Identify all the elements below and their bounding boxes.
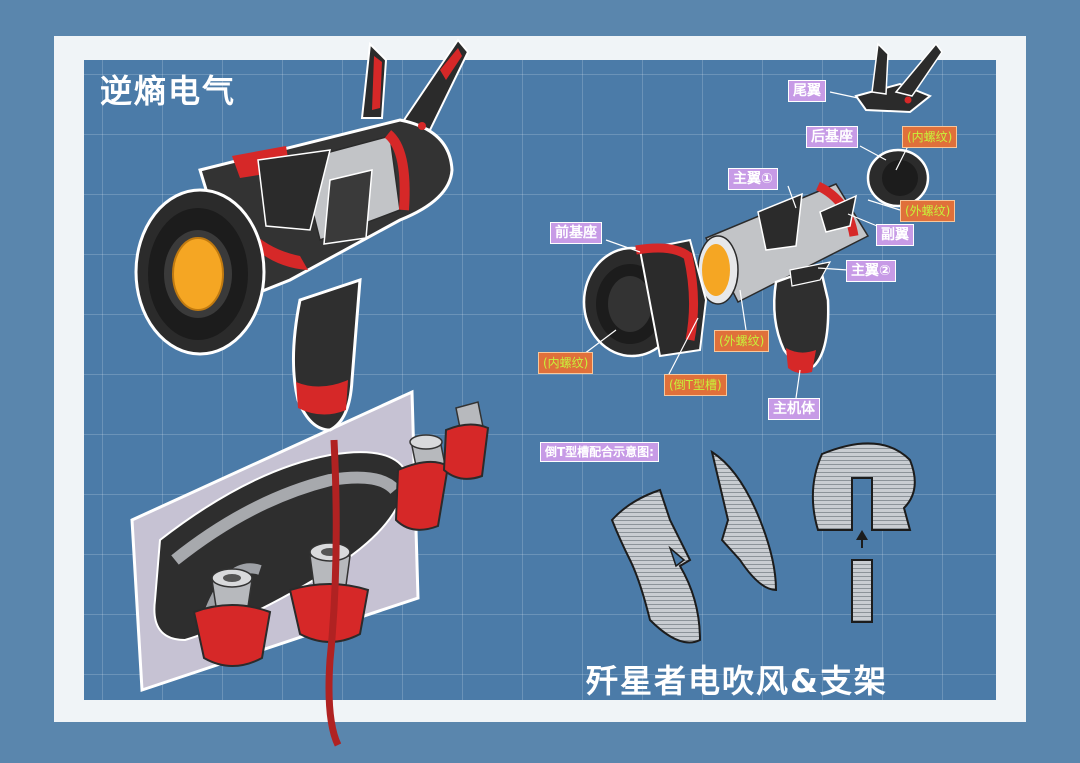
exploded-view — [582, 42, 943, 374]
label-front-base: 前基座 — [550, 222, 602, 244]
label-inner-thread-left: (内螺纹) — [538, 352, 594, 374]
label-sub-wing: 副翼 — [876, 224, 914, 246]
label-main-wing-2: 主翼② — [846, 260, 896, 282]
label-rear-base: 后基座 — [806, 126, 858, 148]
inverted-t-slot-diagram — [610, 442, 916, 644]
label-tail-wing: 尾翼 — [788, 80, 826, 102]
power-cord — [325, 439, 342, 747]
label-main-body: 主机体 — [768, 398, 820, 420]
diagram-subtitle: 倒T型槽配合示意图: — [540, 442, 659, 462]
brand-title: 逆熵电气 — [100, 72, 237, 110]
label-inner-thread-top: (内螺纹) — [902, 126, 958, 148]
leader-lines — [583, 91, 911, 399]
label-main-wing-1: 主翼① — [728, 168, 778, 190]
product-title: 歼星者电吹风&支架 — [586, 662, 888, 700]
label-outer-thread-mid: (外螺纹) — [714, 330, 770, 352]
nozzle-attachments — [192, 401, 490, 667]
label-inverted-t-slot: (倒T型槽) — [664, 374, 727, 396]
assembled-dryer — [134, 38, 470, 432]
wall-holder — [130, 389, 420, 693]
label-outer-thread-right: (外螺纹) — [900, 200, 956, 222]
